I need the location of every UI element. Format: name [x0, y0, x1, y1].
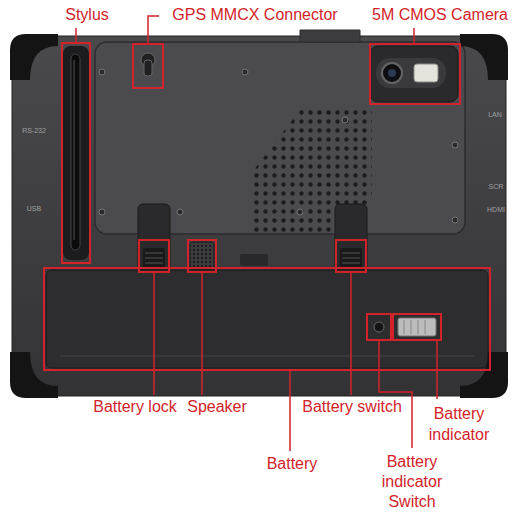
callout-label: Battery indicator Switch [372, 452, 452, 512]
speaker [190, 242, 214, 270]
tablet-body [12, 36, 506, 396]
indicator-leds [398, 318, 436, 336]
port-label: SCR [489, 183, 504, 191]
callout-label: Speaker [187, 398, 247, 416]
leader-line [76, 16, 437, 451]
port-label: HDMI [487, 206, 505, 214]
callout-label: Battery lock [93, 398, 177, 416]
battery-pack [46, 270, 488, 368]
callout-label: Battery switch [302, 398, 402, 416]
indicator-switch [374, 322, 384, 332]
stylus [71, 54, 80, 250]
callout-box [44, 43, 490, 370]
port-label: RS-232 [22, 127, 46, 135]
callout-label: GPS MMCX Connector [172, 6, 337, 24]
port-label: LAN [488, 111, 502, 119]
corner-bumper [10, 34, 508, 398]
battery-latch [138, 204, 170, 270]
callout-label: 5M CMOS Camera [372, 6, 508, 24]
callout-label: Battery indicator [419, 403, 499, 445]
camera-module [370, 46, 458, 102]
port-label: USB [27, 205, 41, 213]
stylus-slot [63, 46, 89, 260]
callout-label: Battery [267, 455, 318, 473]
callout-label: Stylus [65, 6, 109, 24]
battery-latch [335, 204, 367, 270]
